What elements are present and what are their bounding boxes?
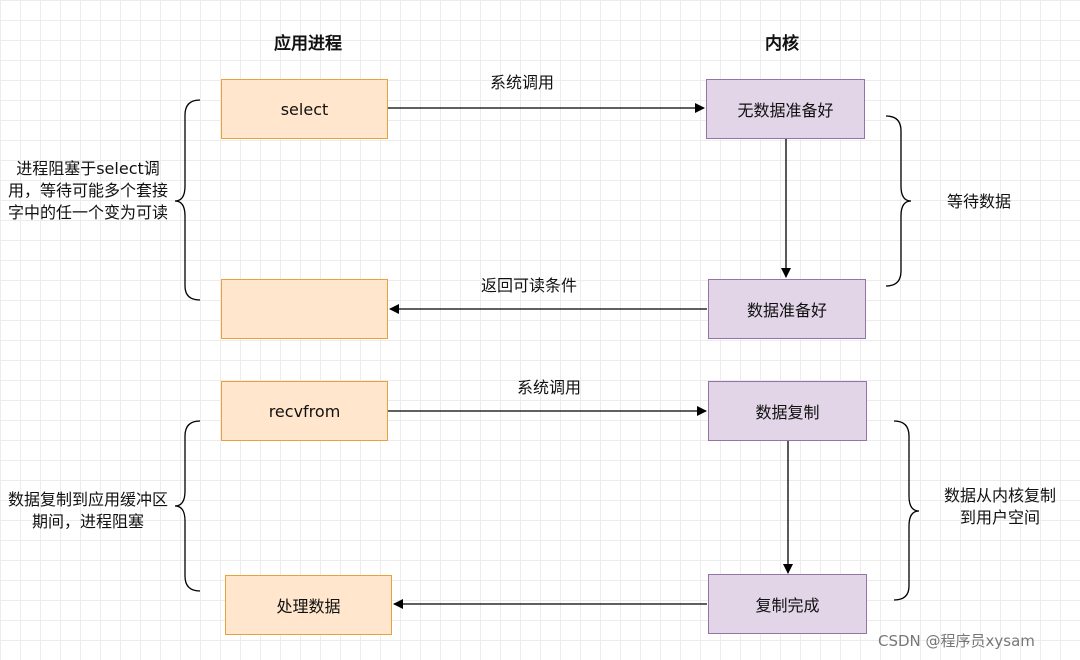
left-bottom-brace	[174, 420, 201, 592]
right-bottom-brace	[893, 420, 920, 601]
left-top-brace	[174, 99, 201, 301]
select-box: select	[221, 79, 388, 139]
select-blocking-note: 进程阻塞于select调用，等待可能多个套接字中的任一个变为可读	[8, 159, 169, 222]
data-copy-box: 数据复制	[708, 381, 867, 441]
right-top-brace	[885, 115, 912, 287]
no-data-ready-box: 无数据准备好	[706, 79, 865, 139]
copy-done-box: 复制完成	[708, 574, 867, 634]
data-ready-box: 数据准备好	[708, 279, 866, 339]
process-column-header: 应用进程	[274, 34, 342, 54]
copy-blocking-note: 数据复制到应用缓冲区期间，进程阻塞	[8, 490, 169, 531]
syscall-label-2: 系统调用	[517, 378, 582, 397]
wait-data-note: 等待数据	[946, 192, 1011, 211]
process-data-box: 处理数据	[225, 575, 392, 635]
recvfrom-box: recvfrom	[221, 381, 388, 441]
kernel-copy-note: 数据从内核复制到用户空间	[944, 486, 1057, 527]
syscall-label-1: 系统调用	[490, 73, 555, 92]
csdn-watermark: CSDN @程序员xysam	[878, 632, 1035, 650]
kernel-column-header: 内核	[765, 34, 799, 54]
return-readable-label: 返回可读条件	[481, 276, 578, 295]
readable-result-box	[221, 279, 388, 339]
